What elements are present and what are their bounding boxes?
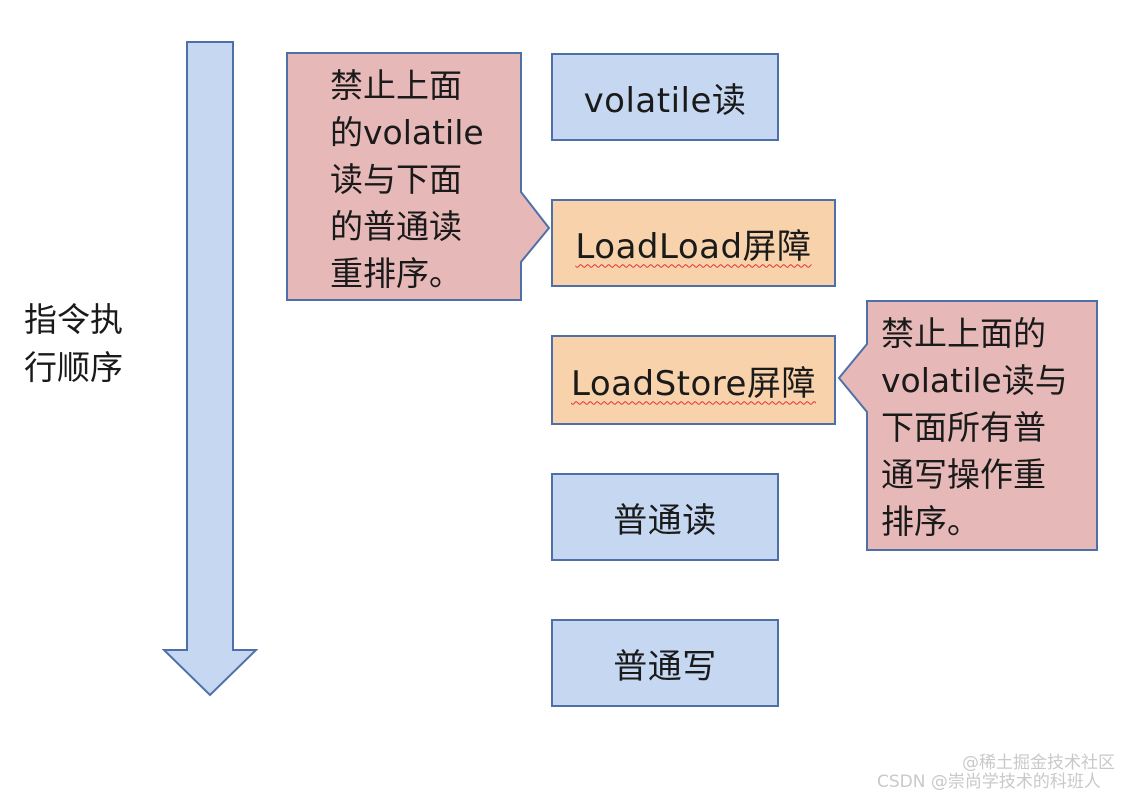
step-label: volatile读 — [583, 80, 747, 121]
step-loadload-barrier: LoadLoad屏障 — [551, 199, 836, 287]
step-volatile-read: volatile读 — [551, 53, 779, 141]
callout-2-shape — [837, 300, 1098, 551]
step-label: LoadLoad屏障 — [575, 226, 812, 267]
step-label: 普通读 — [613, 500, 717, 541]
step-loadstore-barrier: LoadStore屏障 — [551, 335, 836, 425]
step-label: LoadStore屏障 — [571, 363, 816, 404]
step-normal-read: 普通读 — [551, 473, 779, 561]
execution-order-label: 指令执 行顺序 — [24, 300, 123, 387]
step-label: 普通写 — [613, 646, 717, 687]
callout-2-text: 禁止上面的 volatile读与 下面所有普 通写操作重 排序。 — [881, 314, 1068, 541]
watermark-line-2: CSDN @崇尚学技术的科班人 — [877, 772, 1101, 792]
step-normal-write: 普通写 — [551, 619, 779, 707]
execution-order-arrow — [161, 41, 259, 697]
callout-1-text: 禁止上面 的volatile 读与下面 的普通读 重排序。 — [330, 66, 484, 293]
callout-1-shape — [286, 52, 551, 301]
watermark-line-1: @稀土掘金技术社区 — [962, 753, 1115, 773]
